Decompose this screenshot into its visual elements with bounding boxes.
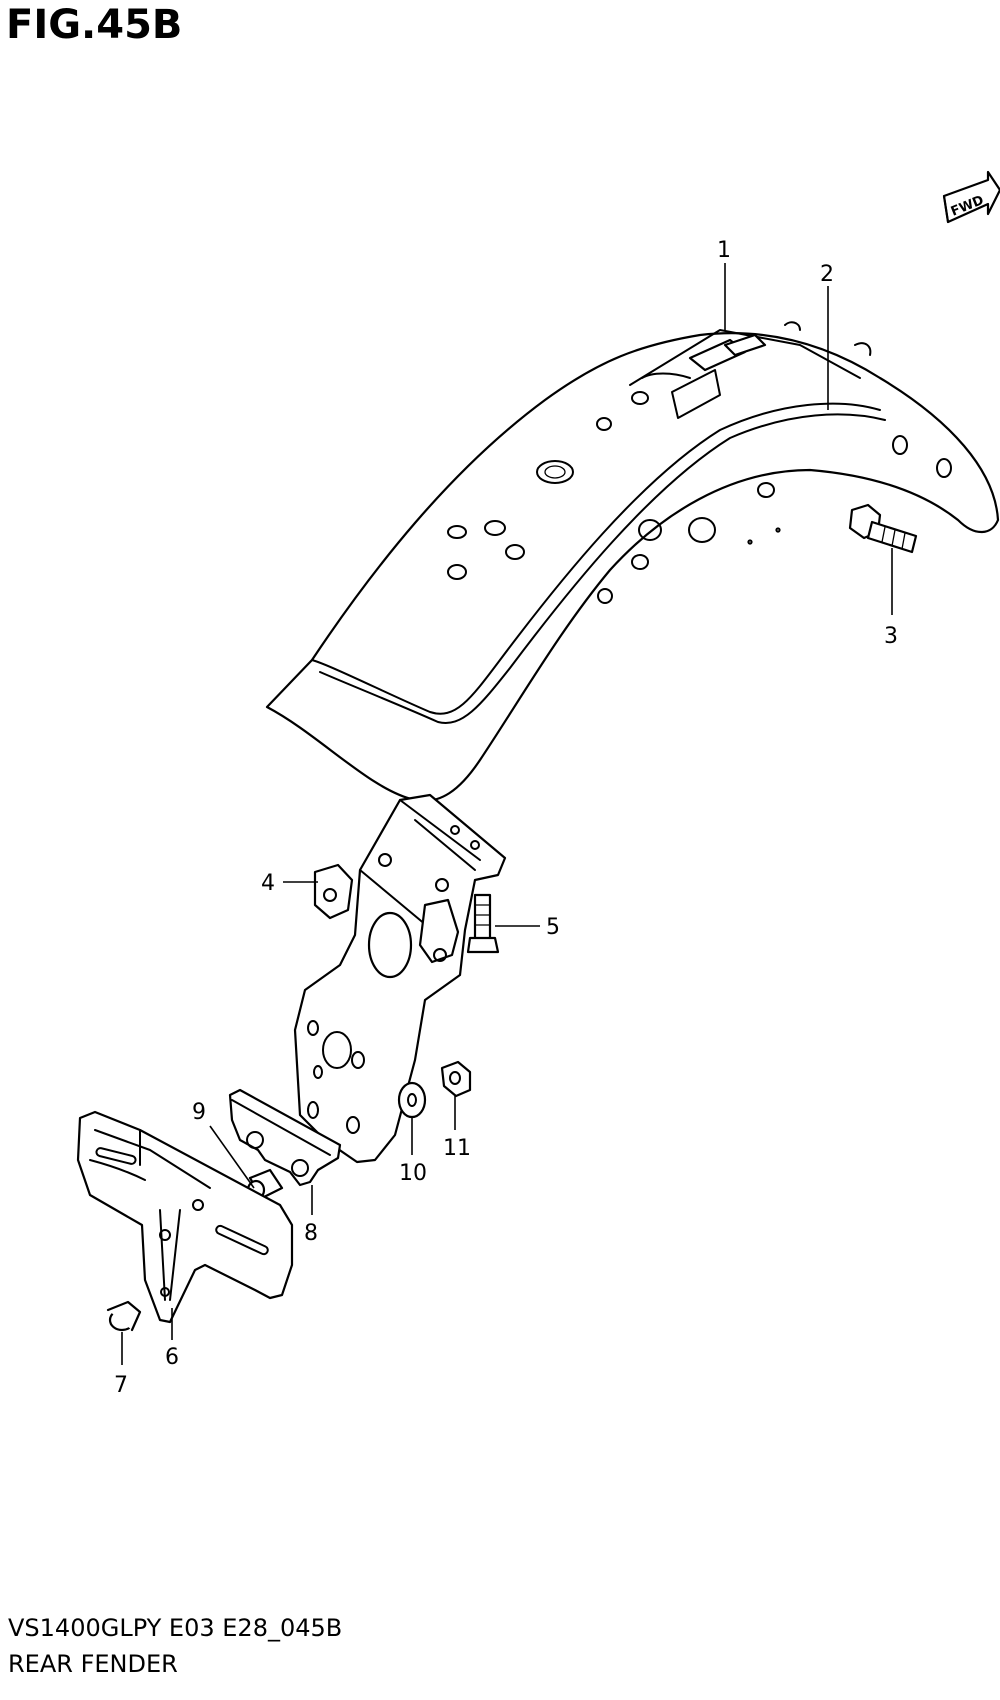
leader-lines bbox=[121, 263, 893, 1365]
nut-part-11 bbox=[440, 1060, 472, 1098]
license-bracket-part-6 bbox=[76, 1110, 294, 1324]
callout-1: 1 bbox=[717, 238, 731, 263]
callout-2: 2 bbox=[820, 262, 834, 287]
bolt-part-5 bbox=[466, 893, 500, 954]
fender-bracket-part-4 bbox=[293, 793, 507, 1164]
callout-10: 10 bbox=[399, 1161, 427, 1186]
fwd-arrow-icon: FWD bbox=[942, 170, 1000, 224]
figure-title: FIG.45B bbox=[6, 2, 183, 48]
callout-3: 3 bbox=[884, 624, 898, 649]
washer-part-10 bbox=[397, 1081, 427, 1119]
callout-6: 6 bbox=[165, 1345, 179, 1370]
callout-5: 5 bbox=[546, 915, 560, 940]
rear-fender-part bbox=[265, 321, 1000, 803]
plate-part-8 bbox=[228, 1088, 342, 1187]
section-name: REAR FENDER bbox=[8, 1650, 178, 1678]
model-code: VS1400GLPY E03 E28_045B bbox=[8, 1614, 343, 1642]
callout-7: 7 bbox=[114, 1373, 128, 1398]
callout-4: 4 bbox=[261, 871, 275, 896]
bolt-part-3 bbox=[848, 503, 918, 554]
callout-8: 8 bbox=[304, 1221, 318, 1246]
callout-11: 11 bbox=[443, 1136, 471, 1161]
screw-part-7 bbox=[106, 1300, 142, 1332]
callout-9: 9 bbox=[192, 1100, 206, 1125]
